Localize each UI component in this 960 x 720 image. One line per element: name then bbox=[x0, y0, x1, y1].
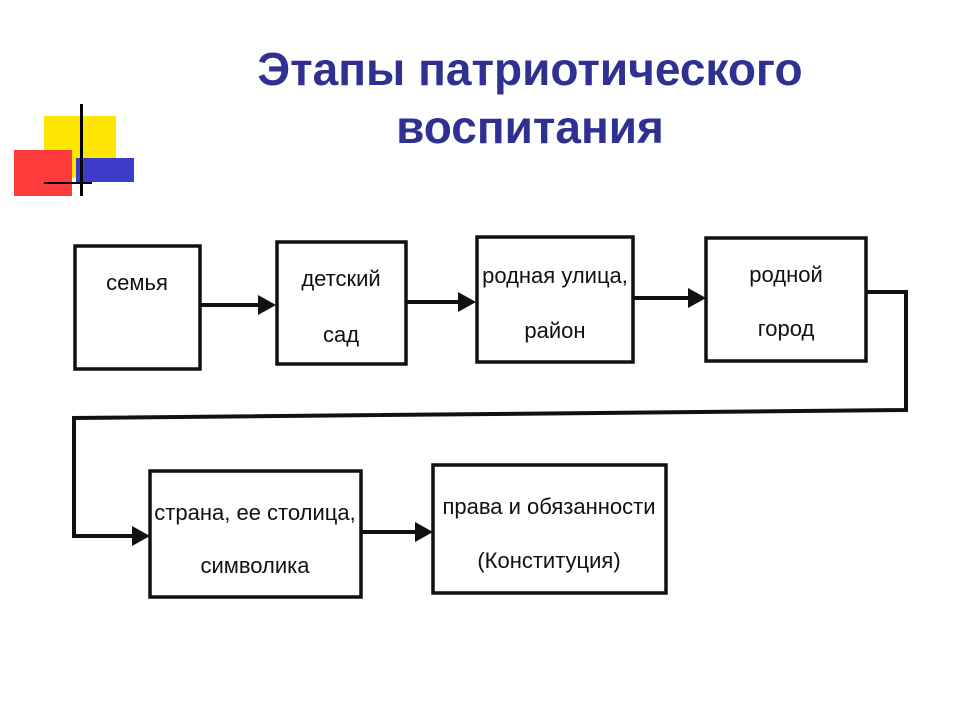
stage-box-family: семья bbox=[73, 244, 202, 371]
stage-box-family-frame bbox=[73, 244, 202, 371]
stage-label: права и обязанности bbox=[442, 494, 655, 519]
stage-box-native-city-frame bbox=[704, 236, 868, 363]
stage-label: (Конституция) bbox=[477, 548, 620, 573]
decor-horizontal-line bbox=[44, 182, 92, 184]
arrowhead-3 bbox=[688, 288, 706, 308]
stage-box-native-street: родная улица, район bbox=[475, 235, 635, 364]
stage-box-kindergarten: детский сад bbox=[275, 240, 408, 366]
stage-label: страна, ее столица, bbox=[154, 500, 355, 525]
stage-label: семья bbox=[106, 270, 168, 295]
stage-box-country: страна, ее столица, символика bbox=[148, 469, 363, 599]
stage-box-rights: права и обязанности (Конституция) bbox=[431, 463, 668, 595]
slide-title: Этапы патриотического воспитания bbox=[100, 40, 960, 156]
title-line-2: воспитания bbox=[396, 101, 664, 153]
decor-blue-bar bbox=[76, 158, 134, 182]
stage-label: район bbox=[524, 318, 585, 343]
stage-box-native-city: родной город bbox=[704, 236, 868, 363]
stage-box-country-frame bbox=[148, 469, 363, 599]
stage-label: родная улица, bbox=[482, 263, 628, 288]
stage-box-rights-frame bbox=[431, 463, 668, 595]
stage-label: родной bbox=[749, 262, 823, 287]
decor-vertical-line bbox=[80, 104, 83, 196]
stage-label: сад bbox=[323, 322, 359, 347]
arrowhead-2 bbox=[458, 292, 476, 312]
stage-label: город bbox=[758, 316, 815, 341]
arrowhead-5 bbox=[415, 522, 433, 542]
title-line-1: Этапы патриотического bbox=[257, 43, 803, 95]
stage-box-native-street-frame bbox=[475, 235, 635, 364]
stage-label: символика bbox=[200, 553, 310, 578]
arrowhead-1 bbox=[258, 295, 276, 315]
stage-box-kindergarten-frame bbox=[275, 240, 408, 366]
arrowhead-4 bbox=[132, 526, 150, 546]
stage-label: детский bbox=[301, 266, 380, 291]
connector-city-country bbox=[72, 290, 908, 538]
decor-red-square bbox=[14, 150, 72, 196]
